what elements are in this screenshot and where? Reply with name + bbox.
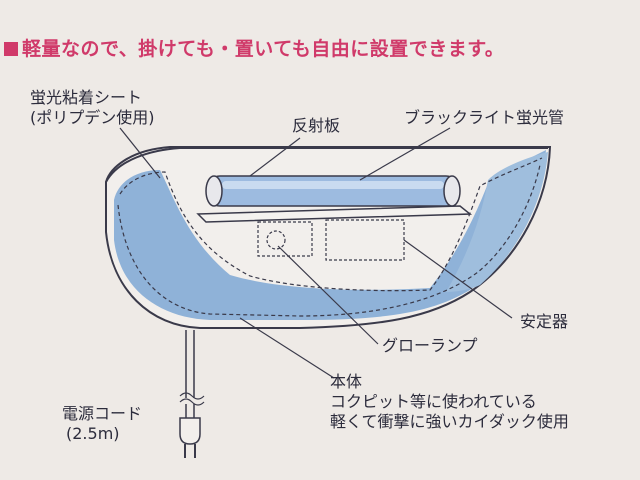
- label-reflector: 反射板: [292, 116, 340, 136]
- label-sticky-sheet-line1: 蛍光粘着シート: [30, 88, 155, 108]
- cord-break-mark: [180, 393, 204, 405]
- tube-end-left: [206, 176, 222, 206]
- label-power-cord-line2: (2.5m): [62, 424, 142, 444]
- tube-end-right: [444, 176, 460, 206]
- label-body-line1: 本体: [330, 372, 569, 392]
- plug-icon: [180, 418, 200, 444]
- label-power-cord: 電源コード (2.5m): [62, 404, 142, 444]
- label-ballast: 安定器: [520, 312, 568, 332]
- label-body: 本体 コクピット等に使われている 軽くて衝撃に強いカイダック使用: [330, 372, 569, 432]
- label-tube: ブラックライト蛍光管: [404, 108, 564, 128]
- tube-highlight: [222, 181, 444, 189]
- blacklight-tube: [208, 176, 458, 206]
- label-sticky-sheet-line2: (ポリプデン使用): [30, 108, 155, 128]
- label-power-cord-line1: 電源コード: [62, 404, 142, 424]
- label-body-line2: コクピット等に使われている: [330, 392, 569, 412]
- power-cord: [186, 330, 194, 398]
- label-body-line3: 軽くて衝撃に強いカイダック使用: [330, 412, 569, 432]
- label-sticky-sheet: 蛍光粘着シート (ポリプデン使用): [30, 88, 155, 128]
- label-glow-lamp: グローランプ: [382, 336, 478, 356]
- cord-lower: [186, 404, 194, 418]
